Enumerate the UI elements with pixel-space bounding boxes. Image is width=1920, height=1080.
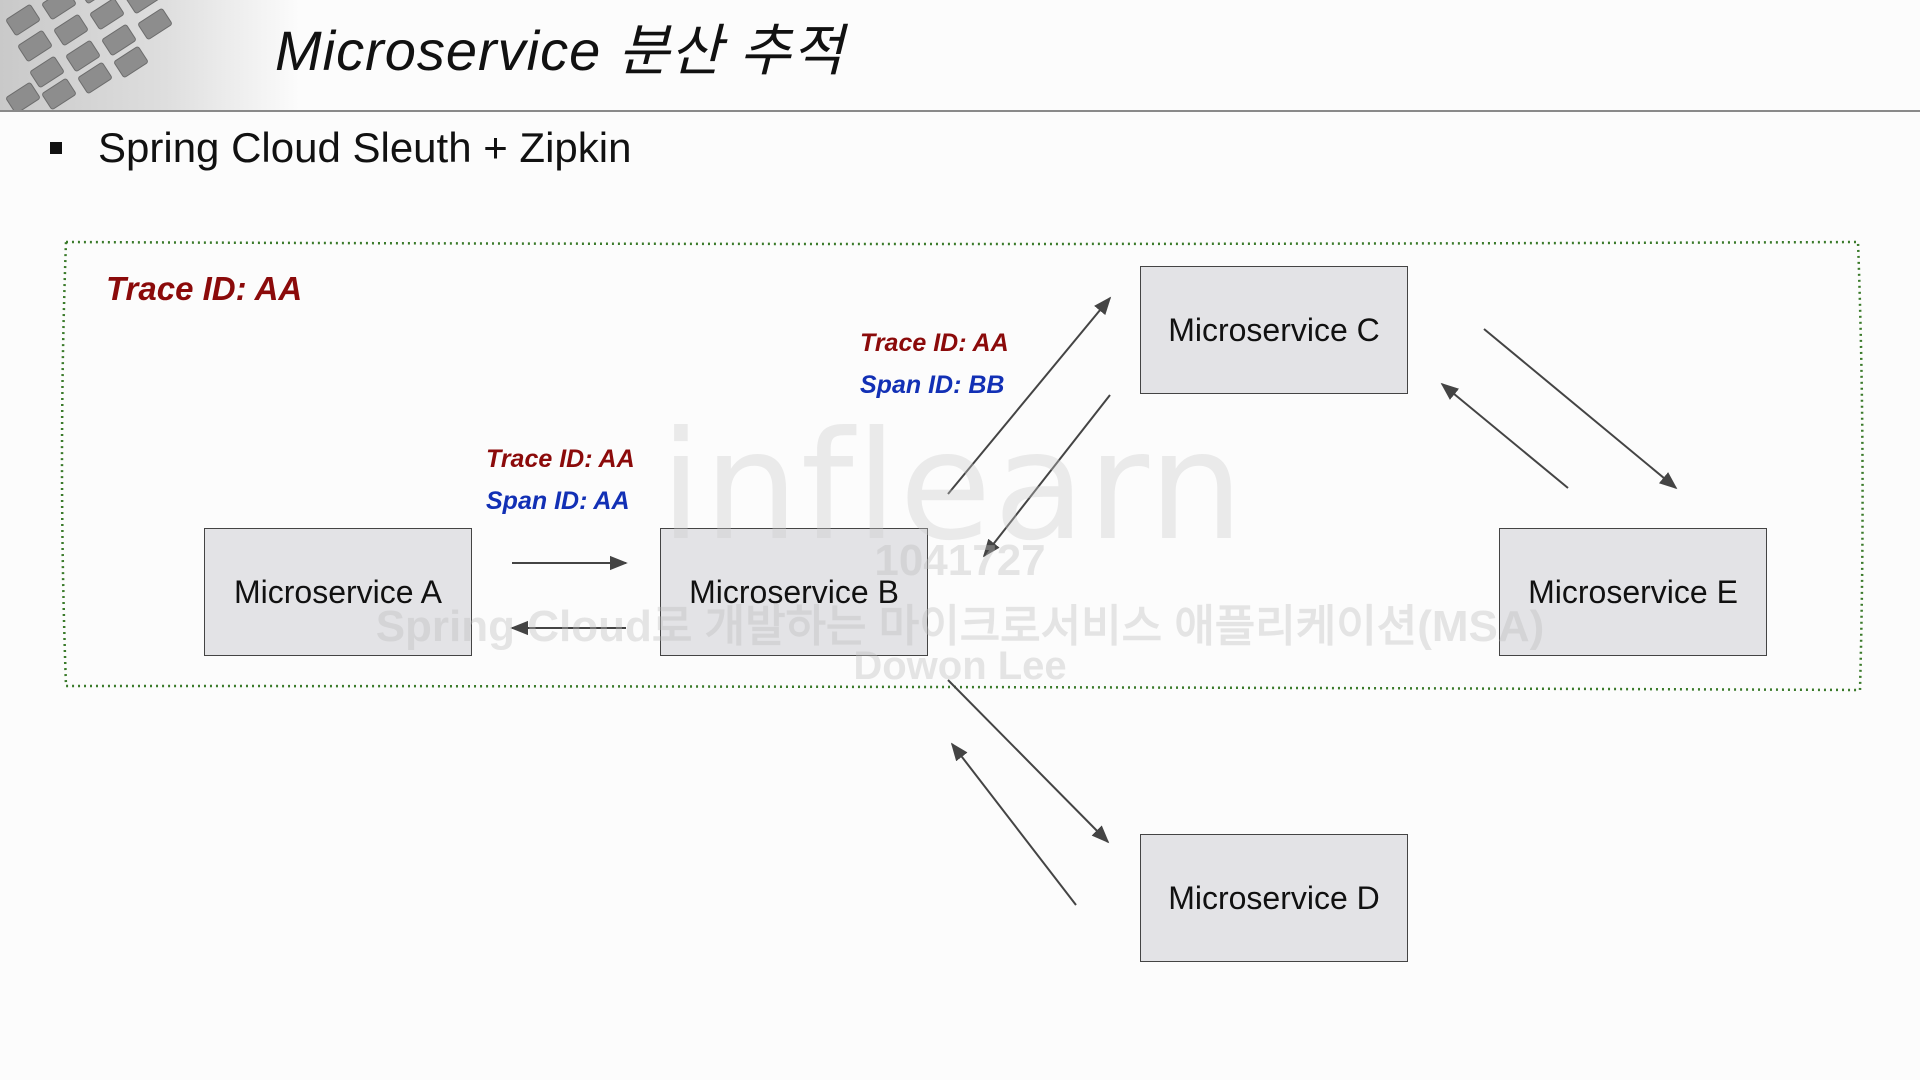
microservice-c: Microservice C [1140, 266, 1408, 394]
microservice-e: Microservice E [1499, 528, 1767, 656]
slide-title: Microservice 분산 추적 [275, 19, 845, 82]
bullet-text: Spring Cloud Sleuth + Zipkin [98, 124, 632, 171]
arrow-b-to-c [947, 296, 1112, 495]
bc-trace-label: Trace ID: AA [860, 329, 1009, 357]
microservice-b: Microservice B [660, 528, 928, 656]
microservice-d: Microservice D [1140, 834, 1408, 962]
arrow-c-to-b [982, 394, 1111, 558]
keyboard-image [0, 0, 300, 110]
group-trace-label: Trace ID: AA [106, 270, 303, 307]
arrow-c-to-e [1483, 328, 1678, 490]
ab-span-label: Span ID: AA [486, 487, 630, 515]
arrow-b-to-d [947, 679, 1110, 844]
slide-header: Microservice 분산 추적 [0, 0, 1920, 110]
ab-trace-label: Trace ID: AA [486, 445, 635, 473]
header-divider [0, 110, 1920, 112]
microservice-a: Microservice A [204, 528, 472, 656]
bullet-marker [50, 142, 62, 154]
arrow-e-to-c [1440, 382, 1569, 489]
bc-span-label: Span ID: BB [860, 371, 1005, 399]
arrow-d-to-b [950, 742, 1077, 906]
